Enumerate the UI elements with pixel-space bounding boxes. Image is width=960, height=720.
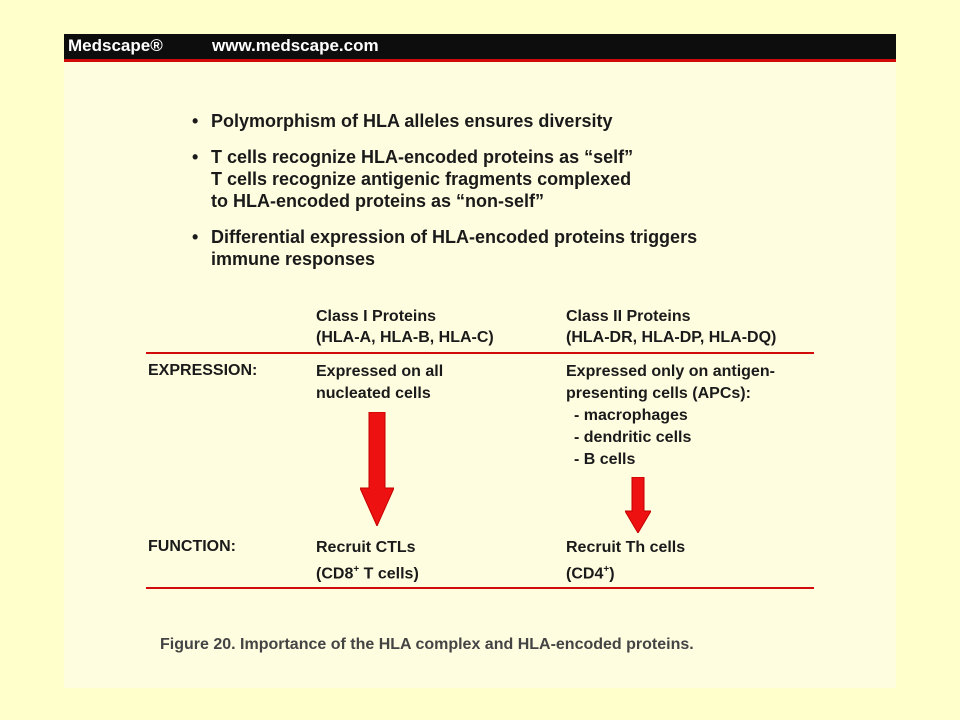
cd8-prefix: (CD8 xyxy=(316,565,354,583)
class2-title: Class II Proteins xyxy=(566,308,691,325)
class1-expression-line: nucleated cells xyxy=(316,385,431,402)
slide: Medscape® www.medscape.com • Polymorphis… xyxy=(64,34,896,688)
class2-function: Recruit Th cells (CD4+) xyxy=(566,537,685,585)
bullet-line: to HLA-encoded proteins as “non-self” xyxy=(211,191,545,211)
class2-down-arrow-icon xyxy=(625,477,651,533)
bullet-item: • Polymorphism of HLA alleles ensures di… xyxy=(192,110,872,132)
class1-function-line: Recruit CTLs xyxy=(316,539,416,556)
header-bar: Medscape® www.medscape.com xyxy=(64,34,896,59)
class1-function: Recruit CTLs (CD8+ T cells) xyxy=(316,537,419,585)
cd4-suffix: ) xyxy=(609,565,615,583)
cd8-suffix: T cells) xyxy=(359,565,419,583)
header-rule xyxy=(64,59,896,62)
bullet-dot: • xyxy=(192,227,199,247)
class2-function-line: Recruit Th cells xyxy=(566,539,686,556)
medscape-logo[interactable]: Medscape® xyxy=(68,36,163,55)
bullet-list: • Polymorphism of HLA alleles ensures di… xyxy=(192,110,872,284)
function-label: FUNCTION: xyxy=(148,538,236,555)
class1-down-arrow-icon xyxy=(360,412,394,526)
figure-caption: Figure 20. Importance of the HLA complex… xyxy=(160,636,694,653)
class1-expression: Expressed on all nucleated cells xyxy=(316,361,443,405)
expression-label: EXPRESSION: xyxy=(148,362,258,379)
class2-expression-line: - B cells xyxy=(574,451,636,468)
class2-subtitle: (HLA-DR, HLA-DP, HLA-DQ) xyxy=(566,329,777,346)
class2-expression: Expressed only on antigen- presenting ce… xyxy=(566,361,775,471)
class2-expression-line: presenting cells (APCs): xyxy=(566,385,751,402)
bullet-line: Polymorphism of HLA alleles ensures dive… xyxy=(211,111,613,131)
cd4-prefix: (CD4 xyxy=(566,565,604,583)
bullet-line: T cells recognize antigenic fragments co… xyxy=(211,169,632,189)
class2-expression-line: - macrophages xyxy=(574,407,688,424)
class1-function-line: (CD8+ T cells) xyxy=(316,559,419,585)
bullet-dot: • xyxy=(192,147,199,167)
table-top-rule xyxy=(146,352,814,354)
bullet-line: immune responses xyxy=(211,249,376,269)
table-bottom-rule xyxy=(146,587,814,589)
class2-expression-line: - dendritic cells xyxy=(574,429,692,446)
bullet-item: • Differential expression of HLA-encoded… xyxy=(192,226,872,270)
bullet-dot: • xyxy=(192,111,199,131)
cd4-plus: + xyxy=(603,564,610,575)
class2-header: Class II Proteins (HLA-DR, HLA-DP, HLA-D… xyxy=(566,306,776,348)
class1-subtitle: (HLA-A, HLA-B, HLA-C) xyxy=(316,329,494,346)
class1-expression-line: Expressed on all xyxy=(316,363,444,380)
class1-header: Class I Proteins (HLA-A, HLA-B, HLA-C) xyxy=(316,306,494,348)
class2-expression-line: Expressed only on antigen- xyxy=(566,363,775,380)
class2-function-line: (CD4+) xyxy=(566,559,685,585)
cd8-plus: + xyxy=(353,564,360,575)
class1-title: Class I Proteins xyxy=(316,308,437,325)
bullet-line: Differential expression of HLA-encoded p… xyxy=(211,227,698,247)
bullet-line: T cells recognize HLA-encoded proteins a… xyxy=(211,147,634,167)
site-url[interactable]: www.medscape.com xyxy=(212,36,379,55)
bullet-item: • T cells recognize HLA-encoded proteins… xyxy=(192,146,872,212)
